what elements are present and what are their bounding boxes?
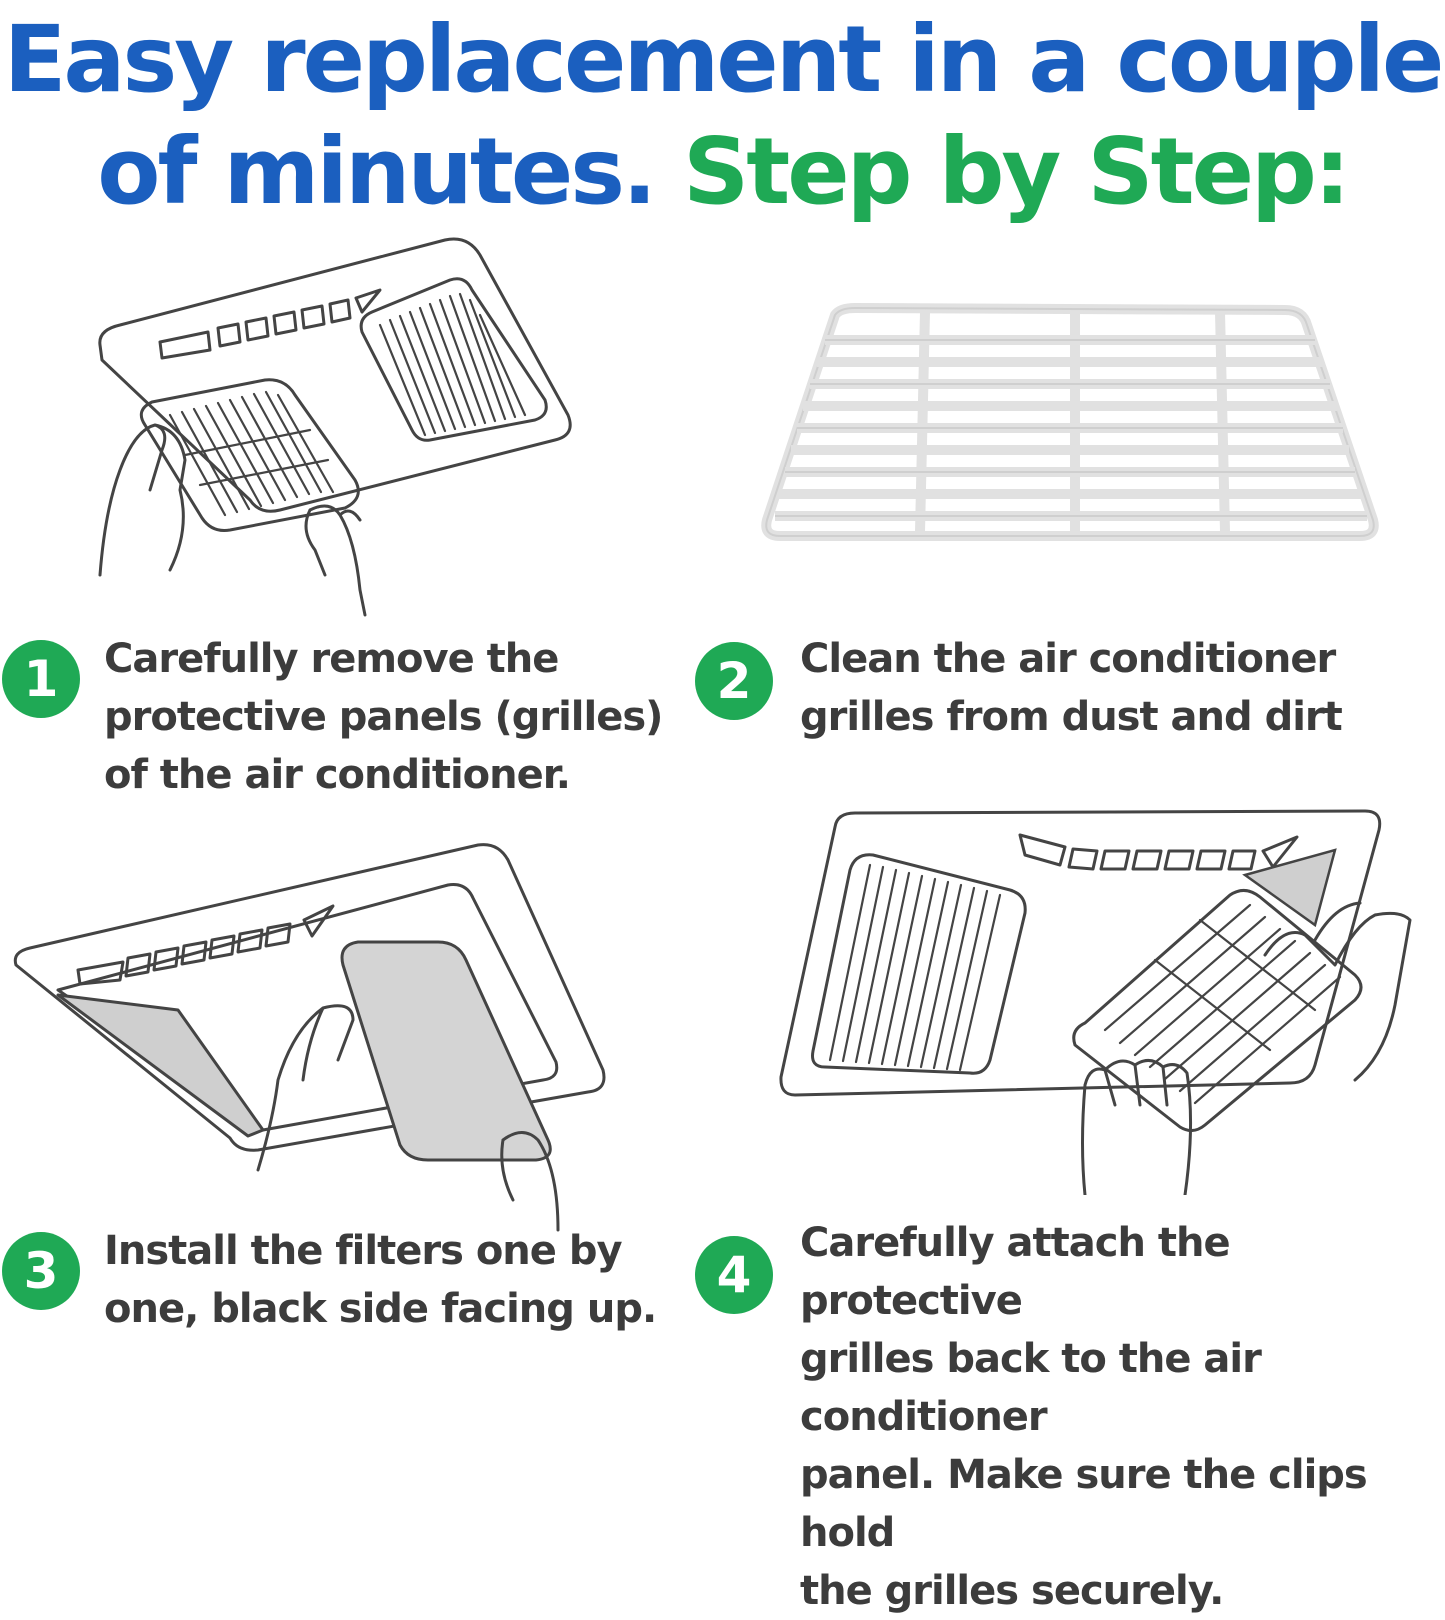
step3-illustration <box>13 843 606 1232</box>
step2-text: Clean the air conditioner grilles from d… <box>800 630 1343 746</box>
step1-line1: Carefully remove the <box>104 636 559 682</box>
step3-badge: 3 <box>2 1232 80 1310</box>
step2-line2: grilles from dust and dirt <box>800 694 1343 740</box>
step3-text: Install the filters one by one, black si… <box>104 1222 657 1338</box>
step4-line4: the grilles securely. <box>800 1568 1224 1614</box>
step2-illustration <box>761 303 1379 541</box>
step4-line2: grilles back to the air conditioner <box>800 1336 1262 1440</box>
headline-line1: Easy replacement in a couple <box>3 6 1445 113</box>
step1-text: Carefully remove the protective panels (… <box>104 630 663 804</box>
headline-line2-blue: of minutes. <box>97 118 657 225</box>
step3-line1: Install the filters one by <box>104 1228 623 1274</box>
step1-badge: 1 <box>2 640 80 718</box>
step4-line1: Carefully attach the protective <box>800 1220 1231 1324</box>
step2-badge: 2 <box>695 642 773 720</box>
step2-line1: Clean the air conditioner <box>800 636 1336 682</box>
headline: Easy replacement in a couple of minutes.… <box>0 4 1445 228</box>
step1-line3: of the air conditioner. <box>104 752 571 798</box>
step4-text: Carefully attach the protective grilles … <box>800 1214 1445 1620</box>
step1-illustration <box>98 237 572 617</box>
step4-line3: panel. Make sure the clips hold <box>800 1452 1368 1556</box>
step3-line2: one, black side facing up. <box>104 1286 657 1332</box>
step4-badge: 4 <box>695 1236 773 1314</box>
headline-line2-green: Step by Step: <box>683 118 1351 225</box>
step4-illustration <box>779 809 1412 1195</box>
step1-line2: protective panels (grilles) <box>104 694 663 740</box>
